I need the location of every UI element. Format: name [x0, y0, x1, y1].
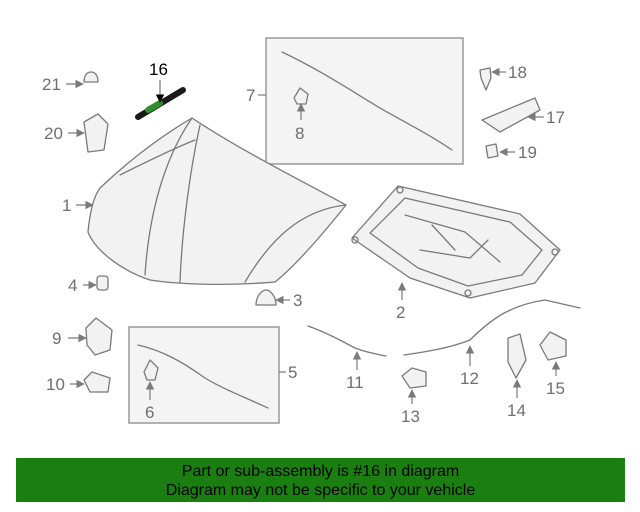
callout-4: 4 [68, 276, 77, 295]
bracket-part-20[interactable] [83, 113, 109, 153]
callout-17: 17 [546, 108, 565, 127]
callout-15: 15 [546, 379, 565, 398]
bolt-part-19[interactable] [485, 143, 499, 159]
info-banner: Part or sub-assembly is #16 in diagram D… [16, 458, 625, 502]
hood-seal-part-7[interactable] [281, 51, 453, 151]
callout-2: 2 [396, 303, 405, 322]
clip-part-8[interactable] [293, 87, 309, 105]
latch-part-14[interactable] [507, 333, 527, 379]
callout-11: 11 [346, 373, 364, 392]
callout-18: 18 [508, 63, 527, 82]
hood-insulator-part[interactable] [351, 185, 561, 299]
clip-part-6[interactable] [143, 359, 159, 381]
callout-16: 16 [149, 60, 168, 79]
hood-seal-part-5[interactable] [137, 344, 269, 409]
callout-7: 7 [246, 86, 255, 105]
striker-part-15[interactable] [539, 331, 567, 361]
hood-part[interactable] [87, 117, 347, 286]
callout-3: 3 [293, 291, 302, 310]
hood-bumper-part[interactable] [255, 289, 277, 306]
callout-6: 6 [145, 403, 154, 422]
bracket-part-17[interactable] [481, 97, 541, 133]
callout-20: 20 [44, 124, 63, 143]
callout-21: 21 [42, 75, 61, 94]
callout-1: 1 [62, 196, 71, 215]
callout-14: 14 [507, 401, 526, 420]
parts-diagram: 1 2 3 4 5 6 7 8 9 10 11 12 13 14 15 16 1… [42, 37, 581, 426]
hood-support-rod-part-16[interactable] [135, 87, 186, 120]
bracket-part-10[interactable] [83, 371, 111, 393]
release-cable-part-12[interactable] [403, 299, 581, 356]
callout-10: 10 [46, 375, 65, 394]
callout-12: 12 [460, 369, 479, 388]
callout-9: 9 [52, 329, 61, 348]
callout-8: 8 [295, 124, 304, 143]
release-cable-part-11[interactable] [307, 325, 387, 357]
bolt-part-18[interactable] [479, 67, 492, 91]
callout-5: 5 [288, 363, 297, 382]
banner-line-2: Diagram may not be specific to your vehi… [165, 482, 476, 499]
callout-13: 13 [401, 407, 420, 426]
release-handle-part-13[interactable] [401, 367, 427, 389]
bumper-part-21[interactable] [83, 71, 99, 83]
hinge-part-9[interactable] [85, 317, 113, 356]
callout-19: 19 [518, 143, 537, 162]
banner-line-1: Part or sub-assembly is #16 in diagram [181, 463, 460, 480]
bumper-part-4[interactable] [96, 275, 109, 291]
